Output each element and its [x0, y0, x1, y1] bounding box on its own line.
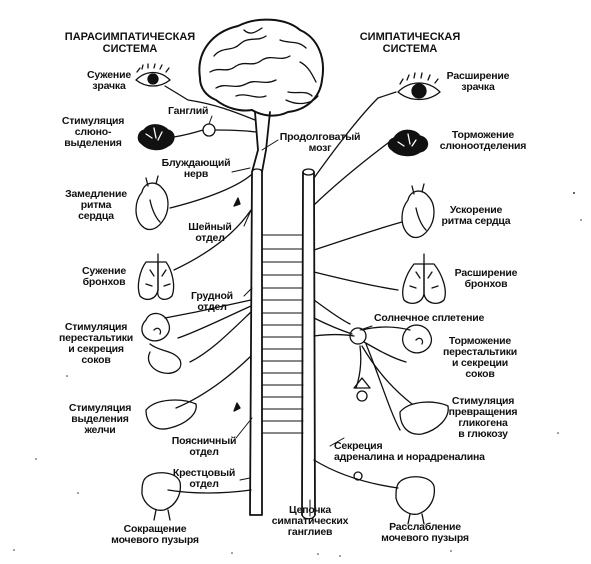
parasympathetic-header: ПАРАСИМПАТИЧЕСКАЯ СИСТЕМА [64, 31, 196, 55]
symp-effect-salivation: Торможение слюноотделения [439, 129, 527, 152]
sympathetic-nerves [313, 91, 413, 489]
para-effect-bladder: Сокращение мочевого пузыря [111, 523, 199, 546]
thoracic-section-label: Грудной отдел [191, 290, 233, 313]
print-specks [13, 192, 582, 557]
symp-effect-adrenaline: Секреция адреналина и норадреналина [334, 440, 485, 463]
lumbar-section-label: Поясничный отдел [171, 435, 237, 458]
ganglion-label: Ганглий [168, 105, 209, 117]
ganglion-connections [261, 234, 304, 434]
sympathetic-organs [353, 72, 449, 525]
parasympathetic-spinal-cord [249, 111, 271, 516]
annotation-leaders [208, 115, 373, 517]
sympathetic-chain [301, 168, 316, 520]
para-effect-heart: Замедление ритма сердца [65, 188, 127, 222]
para-effect-peristalsis: Стимуляция перестальтики и секреция соко… [58, 321, 134, 366]
para-effect-salivation: Стимуляция слюно- выделения [61, 115, 125, 149]
sacral-section-label: Крестцовый отдел [172, 467, 236, 490]
vagus-nerve-label: Блуждающий нерв [161, 157, 231, 180]
symp-effect-bronchi: Расширение бронхов [454, 267, 518, 290]
parasympathetic-nerves [164, 85, 257, 494]
brain-drawing [198, 18, 324, 117]
symp-effect-bladder: Расслабление мочевого пузыря [381, 521, 469, 544]
symp-effect-pupil: Расширение зрачка [446, 70, 510, 93]
medulla-label: Продолговатый мозг [279, 131, 361, 154]
sympathetic-header: СИМПАТИЧЕСКАЯ СИСТЕМА [359, 31, 461, 55]
parasympathetic-organs [135, 63, 197, 521]
para-effect-bronchi: Сужение бронхов [82, 265, 126, 288]
para-effect-pupil: Сужение зрачка [87, 69, 131, 92]
symp-effect-heart: Ускорение ритма сердца [441, 204, 511, 227]
sympathetic-chain-label: Цепочка симпатических ганглиев [271, 504, 349, 538]
cervical-section-label: Шейный отдел [188, 221, 232, 244]
symp-effect-glycogen: Стимуляция превращения гликогена в глюко… [448, 395, 518, 440]
solar-plexus-label: Солнечное сплетение [374, 312, 485, 324]
symp-effect-peristalsis: Торможение перестальтики и секреции соко… [442, 335, 518, 380]
para-effect-bile: Стимуляция выделения желчи [68, 402, 132, 436]
